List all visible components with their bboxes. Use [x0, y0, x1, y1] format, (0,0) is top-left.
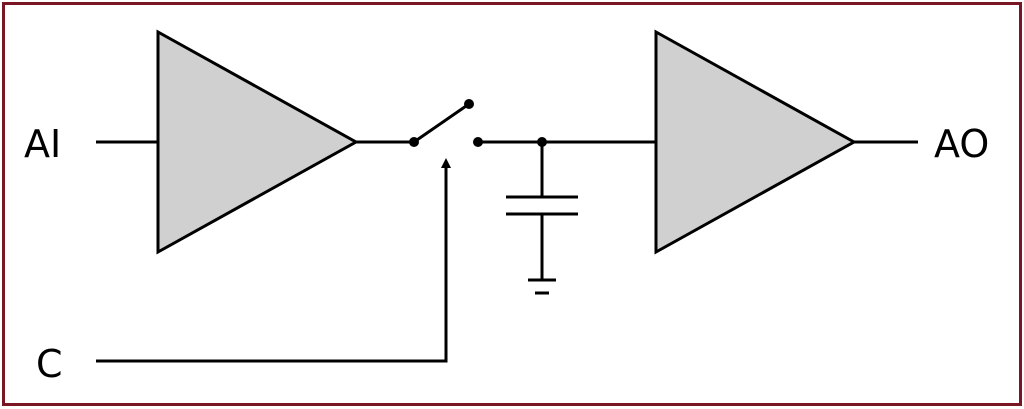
- control-label: C: [36, 342, 63, 386]
- output-buffer-amplifier: [654, 29, 858, 255]
- switch-blade: [413, 102, 470, 144]
- switch-blade-tip: [464, 99, 474, 109]
- ground-icon: [528, 278, 556, 295]
- control-line-arrow: [96, 158, 451, 363]
- input-buffer-amplifier: [156, 29, 360, 255]
- output-label: AO: [934, 122, 989, 166]
- input-label: AI: [24, 122, 61, 166]
